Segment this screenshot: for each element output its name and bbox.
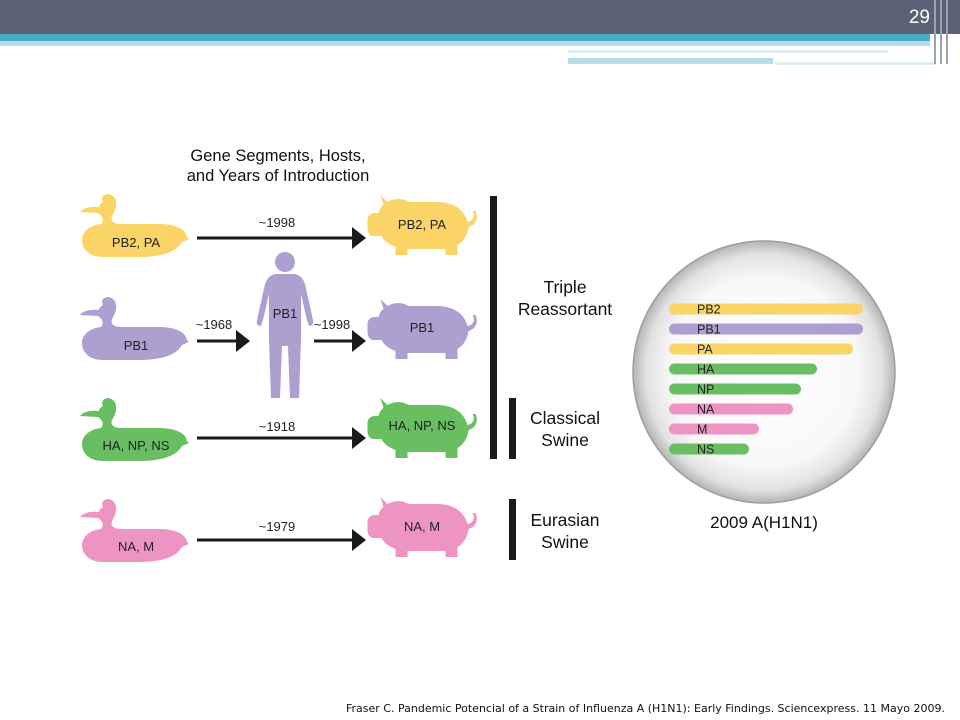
header-vertical-line — [940, 0, 942, 64]
gene-segment-bar — [669, 443, 749, 455]
group-label-triple: Triple — [543, 277, 586, 297]
year-label: ~1998 — [314, 317, 351, 332]
gene-segment-bar — [669, 363, 817, 375]
virus-label: 2009 A(H1N1) — [710, 513, 818, 532]
gene-segment-label: PB1 — [697, 323, 721, 337]
year-label: ~1979 — [259, 519, 296, 534]
gene-segment-bar — [669, 343, 853, 355]
arrow-head — [236, 330, 250, 352]
arrow-head — [352, 427, 366, 449]
header-stripe — [568, 58, 773, 64]
human-label: PB1 — [273, 306, 298, 321]
diagram-title-line2: and Years of Introduction — [187, 167, 370, 185]
duck-label: PB2, PA — [112, 235, 161, 250]
arrow-head — [352, 227, 366, 249]
group-label-classical: Classical — [530, 408, 600, 428]
slide-number: 29 — [908, 7, 930, 28]
header-stripe — [775, 62, 935, 65]
eurasian-swine-bracket — [509, 499, 516, 560]
gene-segment-label: NS — [697, 443, 714, 457]
human-icon — [256, 252, 314, 398]
year-label: ~1998 — [259, 215, 296, 230]
group-label-reassortant: Reassortant — [518, 299, 612, 319]
gene-segment-label: NA — [697, 403, 715, 417]
gene-segment-label: M — [697, 423, 707, 437]
gene-segment-bar — [669, 403, 793, 415]
gene-segment-bar — [669, 383, 801, 395]
group-label-swine: Swine — [541, 430, 589, 450]
citation: Fraser C. Pandemic Potencial of a Strain… — [346, 702, 945, 715]
header-vertical-line — [946, 0, 948, 64]
pig-label: NA, M — [404, 519, 440, 534]
gene-segment-bar — [669, 323, 863, 335]
gene-segment-label: PB2 — [697, 303, 721, 317]
year-label: ~1968 — [196, 317, 233, 332]
header-stripe — [0, 34, 930, 41]
pig-label: HA, NP, NS — [389, 418, 456, 433]
triple-reassortant-bracket — [490, 196, 497, 459]
arrow-head — [352, 529, 366, 551]
diagram-title-line1: Gene Segments, Hosts, — [190, 147, 365, 165]
gene-segment-label: NP — [697, 383, 714, 397]
group-label-eurasian: Eurasian — [530, 510, 599, 530]
pig-label: PB1 — [410, 320, 435, 335]
duck-label: PB1 — [124, 338, 149, 353]
year-label: ~1918 — [259, 419, 296, 434]
header-stripe — [0, 41, 930, 46]
header-vertical-line — [934, 0, 936, 64]
header-band — [0, 0, 960, 34]
duck-label: HA, NP, NS — [103, 438, 170, 453]
gene-segment-label: PA — [697, 343, 713, 357]
gene-segment-bar — [669, 303, 863, 315]
classical-swine-bracket — [509, 398, 516, 459]
group-label-swine: Swine — [541, 532, 589, 552]
pig-label: PB2, PA — [398, 217, 447, 232]
arrow-head — [352, 330, 366, 352]
gene-segment-label: HA — [697, 363, 715, 377]
duck-label: NA, M — [118, 539, 154, 554]
gene-segment-bar — [669, 423, 759, 435]
header-stripe — [568, 50, 888, 53]
